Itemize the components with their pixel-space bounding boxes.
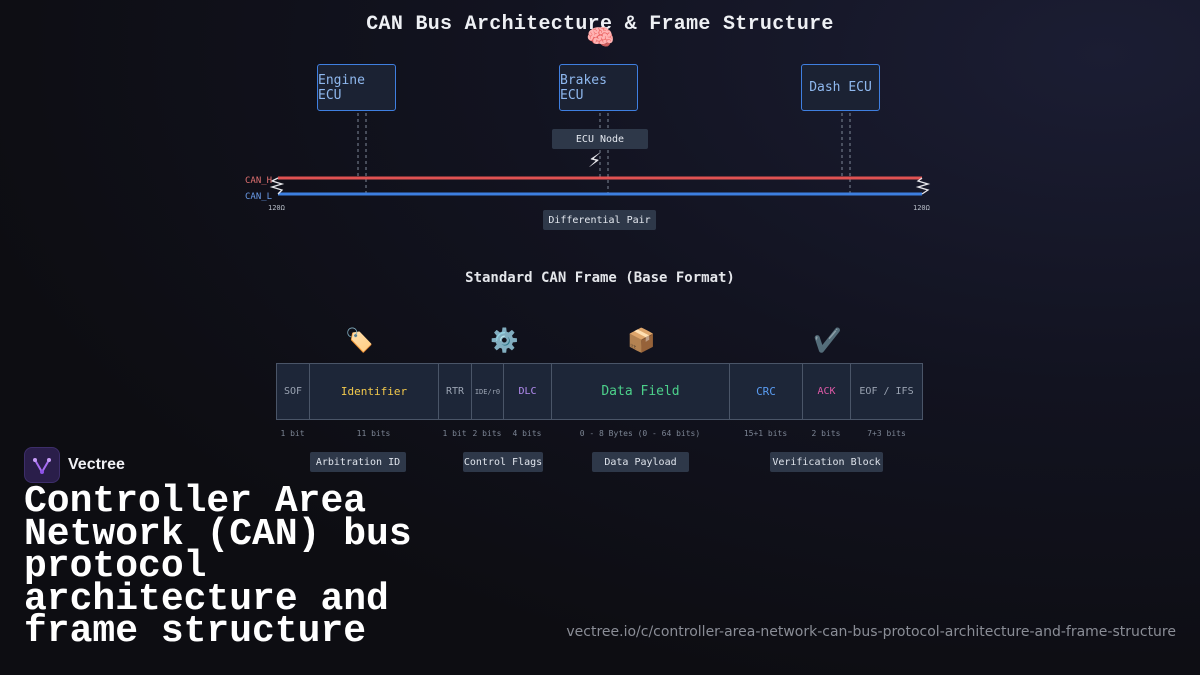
group-arbitration-id: Arbitration ID xyxy=(310,452,406,472)
ecu-node-callout: ECU Node xyxy=(552,129,648,149)
group-verification-block: Verification Block xyxy=(770,452,883,472)
bits-sof: 1 bit xyxy=(280,429,305,438)
field-data: Data Field xyxy=(552,364,730,419)
bits-identifier: 11 bits xyxy=(356,429,391,438)
bits-rtr: 1 bit xyxy=(442,429,467,438)
can-h-label: CAN_H xyxy=(245,176,272,186)
terminator-left xyxy=(269,177,285,195)
brand-name: Vectree xyxy=(68,456,125,473)
brain-icon: 🧠 xyxy=(586,25,615,51)
bits-crc: 15+1 bits xyxy=(743,429,788,438)
checkmark-icon: ✔️ xyxy=(813,328,842,354)
ecu-brakes: Brakes ECU xyxy=(559,64,638,111)
page-url[interactable]: vectree.io/c/controller-area-network-can… xyxy=(566,624,1176,640)
differential-pair-callout: Differential Pair xyxy=(543,210,656,230)
field-ide: IDE/r0 xyxy=(472,364,504,419)
can-frame: SOF Identifier RTR IDE/r0 DLC Data Field… xyxy=(276,363,923,420)
bits-dlc: 4 bits xyxy=(512,429,542,438)
field-sof: SOF xyxy=(277,364,310,419)
group-control-flags: Control Flags xyxy=(463,452,543,472)
field-crc: CRC xyxy=(730,364,803,419)
field-dlc: DLC xyxy=(504,364,552,419)
frame-title: Standard CAN Frame (Base Format) xyxy=(465,270,735,286)
page-headline: Controller Area Network (CAN) bus protoc… xyxy=(24,480,412,653)
gear-icon: ⚙️ xyxy=(490,328,519,354)
terminator-right-label: 120Ω xyxy=(913,204,930,212)
vectree-logo-icon xyxy=(24,447,60,483)
field-eof: EOF / IFS xyxy=(851,364,922,419)
diagram-title: CAN Bus Architecture & Frame Structure xyxy=(366,13,834,36)
field-rtr: RTR xyxy=(439,364,472,419)
ecu-dash: Dash ECU xyxy=(801,64,880,111)
field-ack: ACK xyxy=(803,364,851,419)
package-icon: 📦 xyxy=(627,328,656,354)
bits-data: 0 - 8 Bytes (0 - 64 bits) xyxy=(579,429,701,438)
bits-ack: 2 bits xyxy=(811,429,841,438)
field-identifier: Identifier xyxy=(310,364,439,419)
tag-icon: 🏷️ xyxy=(345,328,374,354)
group-data-payload: Data Payload xyxy=(592,452,689,472)
bits-eof: 7+3 bits xyxy=(867,429,906,438)
terminator-right xyxy=(915,177,931,195)
bits-ide: 2 bits xyxy=(472,429,502,438)
lightning-icon: ⚡ xyxy=(588,148,602,173)
can-bus-diagram: CAN_H CAN_L 120Ω 120Ω xyxy=(245,113,931,212)
ecu-engine: Engine ECU xyxy=(317,64,396,111)
terminator-left-label: 120Ω xyxy=(268,204,285,212)
can-l-label: CAN_L xyxy=(245,192,272,202)
brand[interactable]: Vectree xyxy=(24,447,125,483)
